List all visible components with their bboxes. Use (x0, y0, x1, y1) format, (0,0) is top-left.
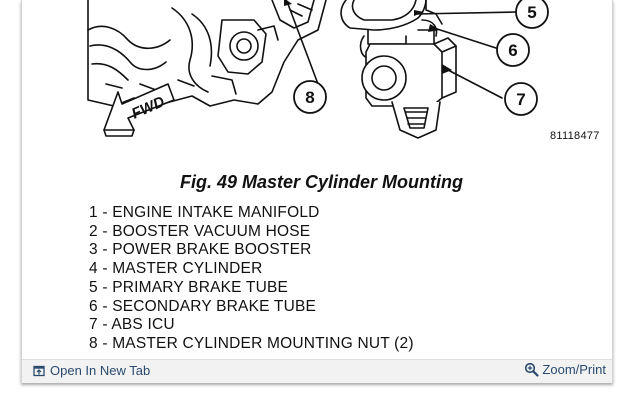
engine-intake-manifold (87, 0, 327, 107)
callout-5: 5 (527, 3, 536, 22)
figure-panel: 5 6 7 8 FWD 81118477 Fig. 49 Master Cyli… (21, 0, 613, 383)
callout-8: 8 (305, 88, 314, 107)
callout-7: 7 (516, 90, 525, 109)
callout-8-circle (293, 80, 327, 114)
legend-item: 8 - MASTER CYLINDER MOUNTING NUT (2) (89, 334, 414, 352)
fwd-arrow (103, 83, 175, 137)
abs-icu-assembly (340, 0, 457, 139)
figure-code: 81118477 (550, 130, 600, 142)
open-in-new-tab-label: Open In New Tab (50, 363, 151, 378)
callout-6-circle (496, 33, 530, 67)
callout-leaders (287, 3, 517, 99)
legend-item: 2 - BOOSTER VACUUM HOSE (89, 222, 311, 240)
figure-toolbar: Open In New Tab Zoom/Print (22, 359, 612, 383)
master-cylinder-line-drawing: 5 6 7 8 FWD (87, 0, 549, 139)
legend-item: 4 - MASTER CYLINDER (89, 260, 263, 278)
open-in-new-tab-link[interactable]: Open In New Tab (33, 363, 150, 378)
magnifier-icon (524, 362, 540, 377)
zoom-print-link[interactable]: Zoom/Print (524, 362, 606, 377)
legend-item: 1 - ENGINE INTAKE MANIFOLD (89, 204, 320, 221)
callout-6: 6 (508, 41, 517, 60)
legend-item: 3 - POWER BRAKE BOOSTER (89, 241, 312, 259)
callout-5-circle (515, 0, 549, 29)
callout-7-circle (504, 82, 538, 116)
legend-item: 7 - ABS ICU (89, 316, 175, 334)
legend-list: 1 - ENGINE INTAKE MANIFOLD 2 - BOOSTER V… (89, 204, 414, 354)
zoom-print-label: Zoom/Print (542, 362, 606, 377)
open-in-new-tab-icon (33, 365, 45, 377)
legend-item: 5 - PRIMARY BRAKE TUBE (89, 278, 289, 296)
callout-arrowheads (284, 0, 452, 74)
legend-item: 6 - SECONDARY BRAKE TUBE (89, 297, 317, 315)
figure-caption: Fig. 49 Master Cylinder Mounting (180, 172, 464, 192)
